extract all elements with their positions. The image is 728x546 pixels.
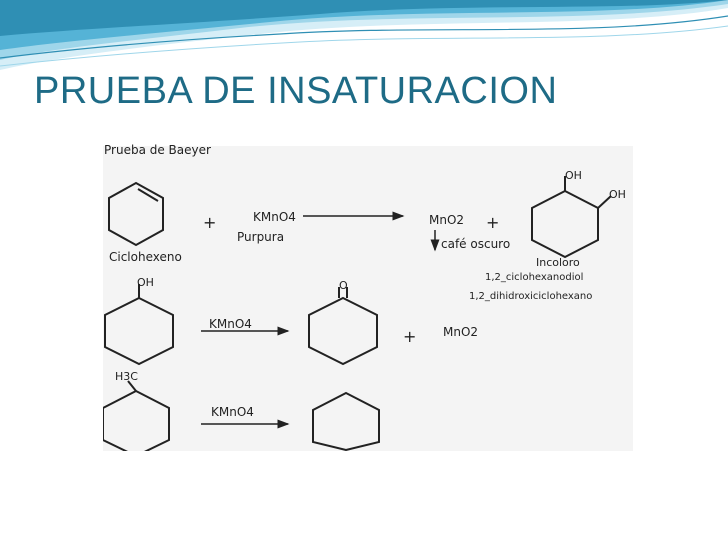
cyclohexane-product-structure	[312, 391, 380, 451]
cyclohexanol-oh: OH	[137, 276, 154, 289]
header-wave-decoration	[0, 0, 728, 70]
diol-name-2: 1,2_dihidroxiciclohexano	[469, 291, 592, 302]
diol-oh-right: OH	[609, 188, 626, 201]
plus-sign-2: +	[486, 213, 499, 232]
ketone-oxygen: O	[339, 279, 348, 292]
cafe-oscuro-label: café oscuro	[441, 237, 510, 251]
methyl-label: H3C	[115, 370, 138, 383]
plus-sign-3: +	[403, 327, 416, 346]
slide-title: PRUEBA DE INSATURACION	[34, 70, 558, 112]
diol-name-1: 1,2_ciclohexanodiol	[485, 272, 583, 283]
reaction-figure	[103, 146, 633, 451]
incoloro-label: Incoloro	[536, 256, 580, 269]
kmno4-reagent-3: KMnO4	[211, 405, 254, 419]
purpura-label: Purpura	[237, 230, 284, 244]
reaction-scheme: Ciclohexeno + KMnO4 Purpura MnO2 + café …	[103, 169, 626, 451]
kmno4-reagent-2: KMnO4	[209, 317, 252, 331]
mno2-product-2: MnO2	[443, 325, 478, 339]
figure-caption: Prueba de Baeyer	[104, 143, 211, 157]
cyclohexanol-structure	[104, 284, 174, 366]
mno2-product-1: MnO2	[429, 213, 464, 227]
cyclohexanediol-structure	[531, 176, 612, 259]
cyclohexene-label: Ciclohexeno	[109, 250, 182, 264]
diol-oh-top: OH	[565, 169, 582, 182]
cyclohexanone-structure	[308, 287, 378, 366]
plus-sign-1: +	[203, 213, 216, 232]
kmno4-reagent-1: KMnO4	[253, 210, 296, 224]
cyclohexene-structure	[108, 181, 164, 247]
methylcyclohexane-structure	[103, 380, 170, 451]
